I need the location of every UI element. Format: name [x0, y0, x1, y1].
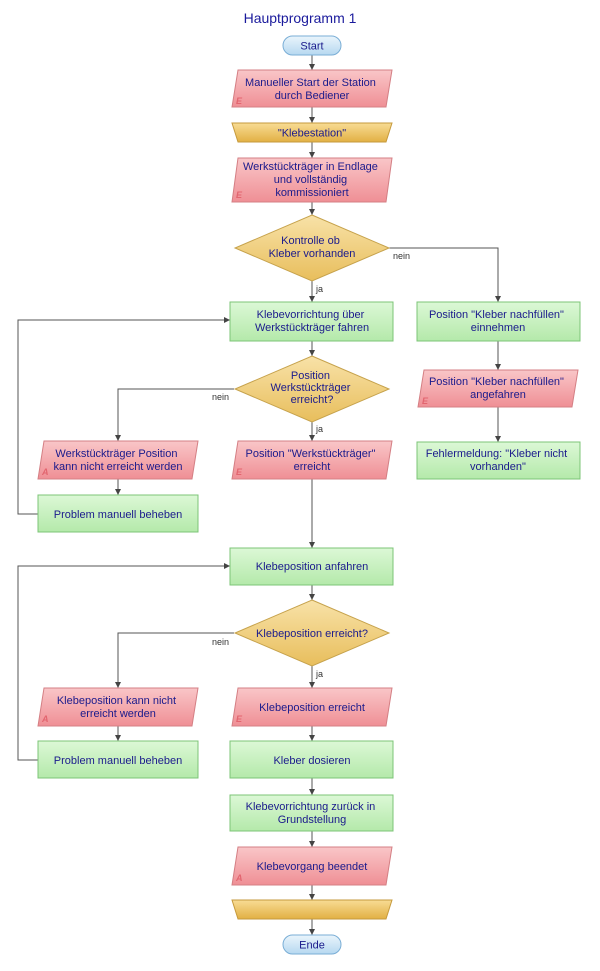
decision-glue-position: Klebeposition erreicht? — [233, 599, 391, 667]
end-terminal: Ende — [282, 934, 342, 955]
output-marker-a: A — [41, 714, 49, 724]
output-glue-unreachable-label: Klebeposition kann nicht erreicht werden — [57, 695, 179, 720]
input-carrier-reached-label: Position "Werkstückträger" erreicht — [246, 448, 379, 473]
decision-glue-available: Kontrolle ob Kleber vorhanden — [233, 214, 391, 282]
input-refill-reached: Position "Kleber nachfüllen" angefahren … — [417, 369, 579, 408]
end-label: Ende — [299, 940, 325, 952]
edge-label-position-yes: ja — [315, 424, 323, 434]
edge-fix1-loop — [17, 317, 230, 515]
decision-glue-position-label: Klebeposition erreicht? — [256, 628, 368, 640]
input-marker-e: E — [236, 96, 243, 106]
output-carrier-unreachable-label: Werkstückträger Position kann nicht erre… — [53, 448, 182, 473]
output-marker-a: A — [235, 873, 243, 883]
decision-carrier-position: Position Werkstückträger erreicht? — [233, 355, 391, 423]
process-fix-manually-1-label: Problem manuell beheben — [54, 509, 182, 521]
process-dose-glue: Kleber dosieren — [229, 740, 394, 779]
process-fix-manually-2-label: Problem manuell beheben — [54, 755, 182, 767]
edge-decision-no — [389, 247, 501, 302]
input-manual-start-label: Manueller Start der Station durch Bedien… — [245, 77, 379, 102]
process-move-over-carrier-label: Klebevorrichtung über Werkstückträger fa… — [255, 309, 369, 334]
process-return-home-label: Klebevorrichtung zurück in Grundstellung — [246, 801, 379, 826]
end-bracket — [231, 899, 393, 920]
edge-fix2-loop — [17, 563, 230, 761]
chart-title: Hauptprogramm 1 — [244, 10, 357, 26]
process-move-over-carrier: Klebevorrichtung über Werkstückträger fa… — [229, 301, 394, 342]
input-carrier-endposition-label: Werkstückträger in Endlage und vollständ… — [243, 161, 381, 199]
output-glue-unreachable: Klebeposition kann nicht erreicht werden… — [37, 687, 199, 727]
edge-label-glue-yes: ja — [315, 284, 323, 294]
klebestation-bracket: "Klebestation" — [231, 122, 393, 143]
edge-label-glueposition-yes: ja — [315, 669, 323, 679]
process-approach-glue-position-label: Klebeposition anfahren — [256, 561, 369, 573]
edge-label-position-no: nein — [212, 392, 229, 402]
output-carrier-unreachable: Werkstückträger Position kann nicht erre… — [37, 440, 199, 480]
edge-position-no — [115, 388, 234, 441]
process-refill-position: Position "Kleber nachfüllen" einnehmen — [416, 301, 581, 342]
input-glue-reached-label: Klebeposition erreicht — [259, 702, 365, 714]
process-error-message: Fehlermeldung: "Kleber nicht vorhanden" — [416, 441, 581, 480]
decision-glue-available-label: Kontrolle ob Kleber vorhanden — [269, 235, 356, 260]
edge-label-glue-no: nein — [393, 251, 410, 261]
process-fix-manually-2: Problem manuell beheben — [37, 740, 199, 779]
input-marker-e: E — [236, 467, 243, 477]
klebestation-label: "Klebestation" — [278, 128, 346, 140]
process-fix-manually-1: Problem manuell beheben — [37, 494, 199, 533]
process-refill-position-label: Position "Kleber nachfüllen" einnehmen — [429, 309, 567, 334]
input-manual-start: Manueller Start der Station durch Bedien… — [231, 69, 393, 108]
decision-carrier-position-label: Position Werkstückträger erreicht? — [271, 370, 354, 406]
input-refill-reached-label: Position "Kleber nachfüllen" angefahren — [429, 376, 567, 401]
process-error-message-label: Fehlermeldung: "Kleber nicht vorhanden" — [426, 448, 571, 473]
input-carrier-reached: Position "Werkstückträger" erreicht E — [231, 440, 393, 480]
edge-glue-decision-no — [115, 632, 234, 688]
input-glue-reached: Klebeposition erreicht E — [231, 687, 393, 727]
output-marker-a: A — [41, 467, 49, 477]
start-terminal: Start — [282, 35, 342, 56]
process-return-home: Klebevorrichtung zurück in Grundstellung — [229, 794, 394, 832]
input-marker-e: E — [422, 396, 429, 406]
input-marker-e: E — [236, 190, 243, 200]
input-carrier-endposition: Werkstückträger in Endlage und vollständ… — [231, 157, 393, 203]
output-process-done: Klebevorgang beendet A — [231, 846, 393, 886]
edge-label-glueposition-no: nein — [212, 637, 229, 647]
input-marker-e: E — [236, 714, 243, 724]
start-label: Start — [300, 41, 323, 53]
output-process-done-label: Klebevorgang beendet — [257, 861, 368, 873]
process-dose-glue-label: Kleber dosieren — [273, 755, 350, 767]
process-approach-glue-position: Klebeposition anfahren — [229, 547, 394, 586]
edges — [17, 55, 501, 935]
